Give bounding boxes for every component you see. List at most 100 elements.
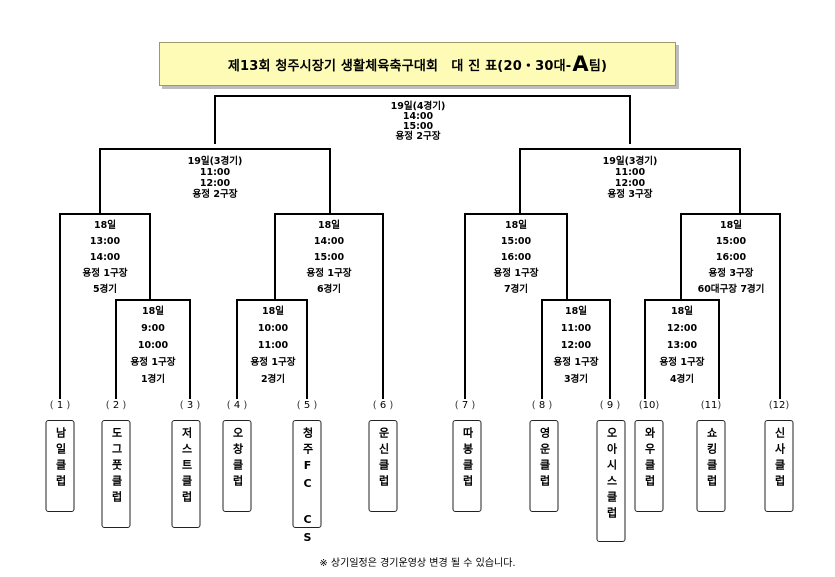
match-date: 18일 (671, 306, 693, 317)
match-start: 9:00 (141, 323, 165, 334)
match-start: 15:00 (715, 236, 747, 247)
bracket-line-g7 (464, 213, 568, 399)
match-info-g5: 18일 13:00 14:00 용정 1구장 5경기 (83, 218, 128, 298)
match-start: 15:00 (500, 236, 532, 247)
match-info-g3: 18일 11:00 12:00 용정 1구장 3경기 (554, 303, 599, 388)
match-venue: 용정 1구장 (250, 357, 296, 368)
match-date: 19일(4경기) (390, 101, 446, 112)
team-name: 오창클럽 (231, 427, 244, 491)
team-number: (12) (768, 400, 790, 411)
team-name-box: 저스트클럽 (171, 420, 201, 528)
team-name: 남일클럽 (54, 427, 67, 491)
team-name: 저스트클럽 (180, 427, 193, 507)
team-name-box: 도그풋클럽 (101, 420, 131, 528)
bracket-line-semi-left (99, 148, 331, 215)
match-date: 18일 (720, 220, 742, 231)
bracket-line-g4 (644, 299, 720, 399)
match-end: 13:00 (666, 340, 698, 351)
team-name-box: 오창클럽 (222, 420, 252, 512)
match-date: 19일(3경기) (187, 156, 243, 167)
team-name: 와우클럽 (643, 427, 656, 491)
team-number: ( 9 ) (599, 400, 621, 411)
match-start: 14:00 (313, 236, 345, 247)
team-number: ( 7 ) (454, 400, 476, 411)
match-info-g8: 18일 15:00 16:00 용정 3구장 60대구장 7경기 (698, 218, 765, 298)
team-name: 신사클럽 (773, 427, 786, 491)
footnote: ※ 상기일정은 경기운영상 변경 될 수 있습니다. (319, 558, 516, 569)
match-start: 12:00 (666, 323, 698, 334)
bracket-line-g8 (680, 213, 781, 399)
match-info-semi-right: 19일(3경기) 11:00 12:00 용정 3구장 (603, 156, 658, 200)
team-number: ( 8 ) (531, 400, 553, 411)
match-start: 13:00 (89, 236, 121, 247)
team-name: 운신클럽 (377, 427, 390, 491)
match-game: 7경기 (503, 284, 529, 295)
match-end: 12:00 (199, 178, 231, 189)
match-info-g6: 18일 14:00 15:00 용정 1구장 6경기 (307, 218, 352, 298)
team-number: ( 3 ) (179, 400, 201, 411)
match-date: 18일 (94, 220, 116, 231)
bracket-line-g1 (115, 299, 191, 399)
bracket-line-g3 (541, 299, 611, 399)
match-game: 6경기 (316, 284, 342, 295)
match-venue: 용정 1구장 (130, 357, 176, 368)
match-end: 10:00 (137, 340, 169, 351)
team-number: ( 5 ) (296, 400, 318, 411)
match-date: 18일 (142, 306, 164, 317)
match-date: 19일(3경기) (602, 156, 658, 167)
match-game: 2경기 (260, 374, 286, 385)
match-info-g2: 18일 10:00 11:00 용정 1구장 2경기 (251, 303, 296, 388)
match-venue: 용정 2구장 (192, 189, 238, 200)
match-venue: 용정 1구장 (659, 357, 705, 368)
match-venue: 용정 1구장 (493, 268, 539, 279)
match-start: 10:00 (257, 323, 289, 334)
team-name: 쇼킹클럽 (705, 427, 718, 491)
match-end: 16:00 (715, 252, 747, 263)
match-game: 1경기 (140, 374, 166, 385)
team-number: ( 2 ) (105, 400, 127, 411)
match-venue: 용정 2구장 (395, 131, 441, 142)
team-name-box: 청주FC CS (292, 420, 322, 549)
title-accent: A (572, 52, 589, 76)
team-number: ( 1 ) (49, 400, 71, 411)
match-info-semi-left: 19일(3경기) 11:00 12:00 용정 2구장 (188, 156, 243, 200)
match-end: 12:00 (614, 178, 646, 189)
match-game: 60대구장 7경기 (697, 284, 765, 295)
match-info-g4: 18일 12:00 13:00 용정 1구장 4경기 (660, 303, 705, 388)
team-number: ( 4 ) (226, 400, 248, 411)
match-game: 4경기 (669, 374, 695, 385)
bracket-line-g6 (274, 213, 384, 399)
match-venue: 용정 1구장 (553, 357, 599, 368)
team-name-box: 와우클럽 (634, 420, 664, 512)
team-name-box: 영운클럽 (529, 420, 559, 512)
match-venue: 용정 3구장 (607, 189, 653, 200)
bracket-line-final (214, 95, 631, 144)
match-end: 16:00 (500, 252, 532, 263)
team-name: 따봉클럽 (461, 427, 474, 491)
team-name-box: 오아시스클럽 (596, 420, 626, 542)
team-name: 오아시스클럽 (605, 427, 618, 523)
team-name: 영운클럽 (538, 427, 551, 491)
match-info-g7: 18일 15:00 16:00 용정 1구장 7경기 (494, 218, 539, 298)
team-name: 도그풋클럽 (110, 427, 123, 507)
match-date: 18일 (262, 306, 284, 317)
match-info-g1: 18일 9:00 10:00 용정 1구장 1경기 (131, 303, 176, 388)
title-main: 제13회 청주시장기 생활체육축구대회 대 진 표(20・30대- (227, 58, 572, 74)
team-number: ( 6 ) (372, 400, 394, 411)
match-game: 5경기 (92, 284, 118, 295)
team-name: 청주FC CS (301, 427, 314, 549)
bracket-line-g2 (236, 299, 308, 399)
match-start: 11:00 (560, 323, 592, 334)
match-venue: 용정 1구장 (82, 268, 128, 279)
team-name-box: 쇼킹클럽 (696, 420, 726, 512)
match-start: 11:00 (614, 167, 646, 178)
match-venue: 용정 3구장 (708, 268, 754, 279)
team-name-box: 신사클럽 (764, 420, 794, 512)
team-name-box: 남일클럽 (45, 420, 75, 512)
team-number: (11) (700, 400, 722, 411)
match-info-final: 19일(4경기) 14:00 15:00 용정 2구장 (391, 102, 446, 142)
team-number: (10) (638, 400, 660, 411)
match-end: 15:00 (313, 252, 345, 263)
match-end: 15:00 (402, 121, 434, 132)
